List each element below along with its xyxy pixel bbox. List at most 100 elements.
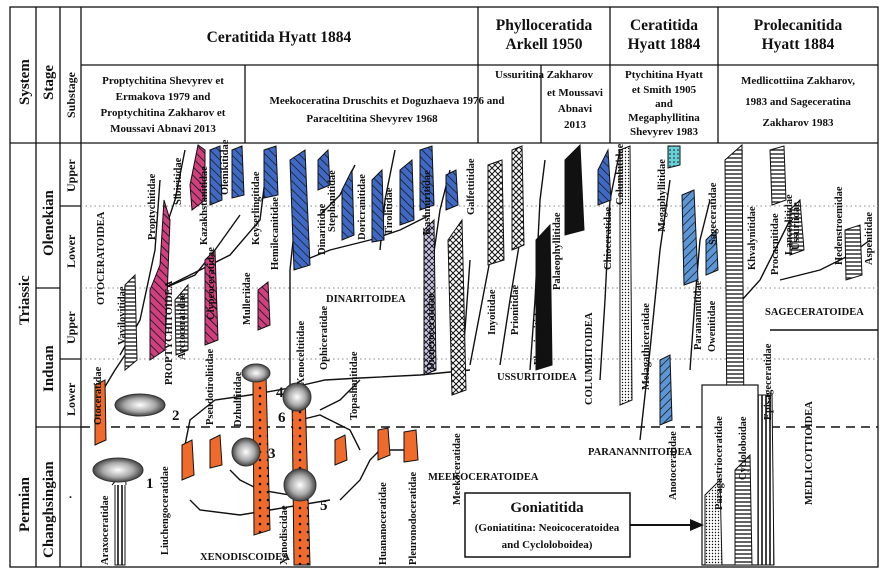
- specimen-number-1: 1: [146, 476, 154, 492]
- superfamily-sageceratoidea: SAGECERATOIDEA: [765, 307, 864, 318]
- superfamily-proptychitoidea: PROPTYCHITOIDEA: [164, 280, 175, 385]
- changhsingian-label: Changhsingian: [41, 461, 57, 558]
- family-otoceratidae: Otoceratidae: [93, 366, 104, 425]
- family-hedenstroemidae: Hedenstroemidae: [834, 186, 845, 265]
- substage-upper-olenekian: Upper: [64, 159, 78, 192]
- family-mulleriidae: Mulleriidae: [242, 272, 253, 325]
- sub-prop-2: Ermakova 1979 and: [116, 91, 211, 103]
- family-columbitidae: Columbitidae: [615, 143, 626, 205]
- substage-upper-induan: Upper: [64, 311, 78, 344]
- superfamily-ussuritoidea: USSURITOIDEA: [497, 372, 577, 383]
- sub-pty-3: and: [655, 98, 673, 110]
- sub-med-1: Medlicottiina Zakharov,: [741, 75, 855, 87]
- family-paragastrioceratidae: Paragastrioceratidae: [714, 416, 725, 510]
- superfamily-columbitoidea: COLUMBITOIDEA: [584, 312, 595, 405]
- sub-uss-3: Abnavi: [558, 103, 592, 115]
- family-paranannitidae: Paranannitidae: [693, 280, 704, 350]
- sub-prop-3: Proptychitina Zakharov et: [101, 107, 226, 119]
- family-dzhulfitidae: Dzhulfitidae: [233, 371, 244, 427]
- family-pseudotirolitidae: Pseudotirolitidae: [205, 348, 216, 425]
- family-kazakhstanitidae: Kazakhstanitidae: [199, 166, 210, 245]
- stage-label: Stage: [41, 65, 57, 100]
- family-flemingitidae: Flemingitidae: [533, 303, 544, 365]
- family-owenitidae: Owenitidae: [707, 300, 718, 352]
- family-khvalynitidae: Khvalynitidae: [747, 206, 758, 270]
- family-dieneroceratidae: Dieneroceratidae: [426, 293, 437, 370]
- family-xenoceltitidae: Xenoceltitidae: [296, 321, 307, 385]
- sub-prop-4: Moussavi Abnavi 2013: [110, 123, 216, 135]
- family-arctoceratidae: Arctoceratidae: [177, 293, 188, 360]
- sub-meek-2: Paraceltitina Shevyrev 1968: [306, 113, 438, 125]
- family-procarnitidae: Procarnitidae: [770, 213, 781, 275]
- sub-prop-1: Proptychitina Shevyrev et: [102, 75, 224, 87]
- specimen-number-6: 6: [278, 410, 286, 426]
- header-prolecanitida-1: Prolecanitida: [754, 17, 843, 34]
- induan-label: Induan: [41, 345, 57, 392]
- header-phylloceratida-1: Phylloceratida: [496, 17, 593, 34]
- goniatitida-title: Goniatitida: [510, 500, 584, 516]
- sub-meek-1: Meekoceratina Druschits et Doguzhaeva 19…: [270, 95, 505, 107]
- sub-pty-2: et Smith 1905: [632, 84, 697, 96]
- goniatitida-line2: and Cycloloboidea): [502, 539, 593, 551]
- family-sageceratidae: Sageceratidae: [708, 182, 719, 245]
- family-galfettitidae: Galfettitidae: [466, 158, 477, 215]
- header-ceratitida2-2: Hyatt 1884: [628, 36, 701, 53]
- family-meekoceratidae: Meekoceratidae: [452, 433, 463, 505]
- superfamily-meekoceratoidea: MEEKOCERATOIDEA: [428, 472, 539, 483]
- goniatitida-line1: (Goniatitina: Neoicoceratoidea: [475, 522, 620, 534]
- substage-label: Substage: [64, 71, 78, 118]
- family-vavilovitidae: Vavilovitidae: [117, 286, 128, 345]
- sub-uss-4: 2013: [564, 119, 587, 131]
- family-tirolitidae: Tirolitidae: [384, 187, 395, 235]
- family-inyoitidae: Inyoitidae: [487, 289, 498, 335]
- family-liuchengoceratidae: Liuchengoceratidae: [160, 466, 171, 555]
- system-label: System: [17, 59, 33, 105]
- family-keyserlingitidae: Keyserlingitidae: [251, 171, 262, 245]
- family-topashanitidae: Topashanitidae: [349, 351, 360, 420]
- family-ussuriidae: Ussuriidae: [791, 202, 802, 250]
- sub-pty-4: Megaphyllitina: [628, 112, 700, 124]
- substage-changhsingian-dot: .: [69, 487, 72, 501]
- header-phylloceratida-2: Arkell 1950: [505, 36, 582, 53]
- sub-pty-1: Ptychitina Hyatt: [625, 69, 703, 81]
- specimen-number-3: 3: [268, 446, 276, 462]
- superfamily-otoceratoidea: OTOCERATOIDEA: [96, 211, 107, 305]
- superfamily-paranannitoidea: PARANANNITOIDEA: [588, 447, 692, 458]
- olenekian-label: Olenekian: [41, 189, 57, 256]
- permian-label: Permian: [17, 476, 33, 532]
- family-aspenitidae: Aspenitidae: [864, 212, 875, 265]
- family-pleuronodoceratidae: Pleuronodoceratidae: [408, 472, 419, 565]
- sub-uss-1: Ussuritina Zakharov: [495, 69, 593, 81]
- family-olenikitidae: Olenikitidae: [220, 139, 231, 195]
- superfamily-medlicottioidea: MEDLICOTTIOIDEA: [804, 401, 815, 505]
- superfamily-dinaritoidea: DINARITOIDEA: [326, 294, 406, 305]
- family-hemilecanitidae: Hemilecanitidae: [270, 197, 281, 270]
- family-chioceratidae: Chioceratidae: [603, 207, 614, 270]
- triassic-label: Triassic: [17, 275, 33, 325]
- family-palaeophyllitidae: Palaeophyllitidae: [552, 212, 563, 290]
- header-ceratitida: Ceratitida Hyatt 1884: [207, 29, 352, 46]
- family-episageceratidae: Episageceratidae: [763, 343, 774, 420]
- family-cycloloboidae: Cycloloboidae: [738, 416, 749, 480]
- family-ophiceratidae: Ophiceratidae: [319, 306, 330, 370]
- substage-lower-induan: Lower: [64, 382, 78, 416]
- family-proptychitidae: Proptychitidae: [147, 173, 158, 240]
- family-kashmiritidae: Kashmiritidae: [422, 170, 433, 235]
- specimen-number-4: 4: [276, 385, 284, 401]
- family-stephanitidae: Stephanitidae: [327, 170, 338, 232]
- specimen-number-2: 2: [172, 408, 180, 424]
- sub-uss-2: et Moussavi: [547, 87, 603, 99]
- family-clypeoceratidae: Clypeoceratidae: [206, 247, 217, 320]
- sub-pty-5: Shevyrev 1983: [630, 126, 698, 138]
- header-prolecanitida-2: Hyatt 1884: [762, 36, 835, 53]
- substage-lower-olenekian: Lower: [64, 234, 78, 268]
- family-araxoceratidae: Araxoceratidae: [100, 495, 111, 565]
- family-melagathiceratidae: Melagathiceratidae: [641, 303, 652, 390]
- family-doricranitidae: Doricranitidae: [357, 174, 368, 240]
- header-ceratitida2-1: Ceratitida: [630, 17, 698, 34]
- sub-med-3: Zakharov 1983: [762, 117, 834, 129]
- family-megaphyllitidae: Megaphyllitidae: [657, 159, 668, 232]
- family-huananoceratidae: Huananoceratidae: [378, 482, 389, 565]
